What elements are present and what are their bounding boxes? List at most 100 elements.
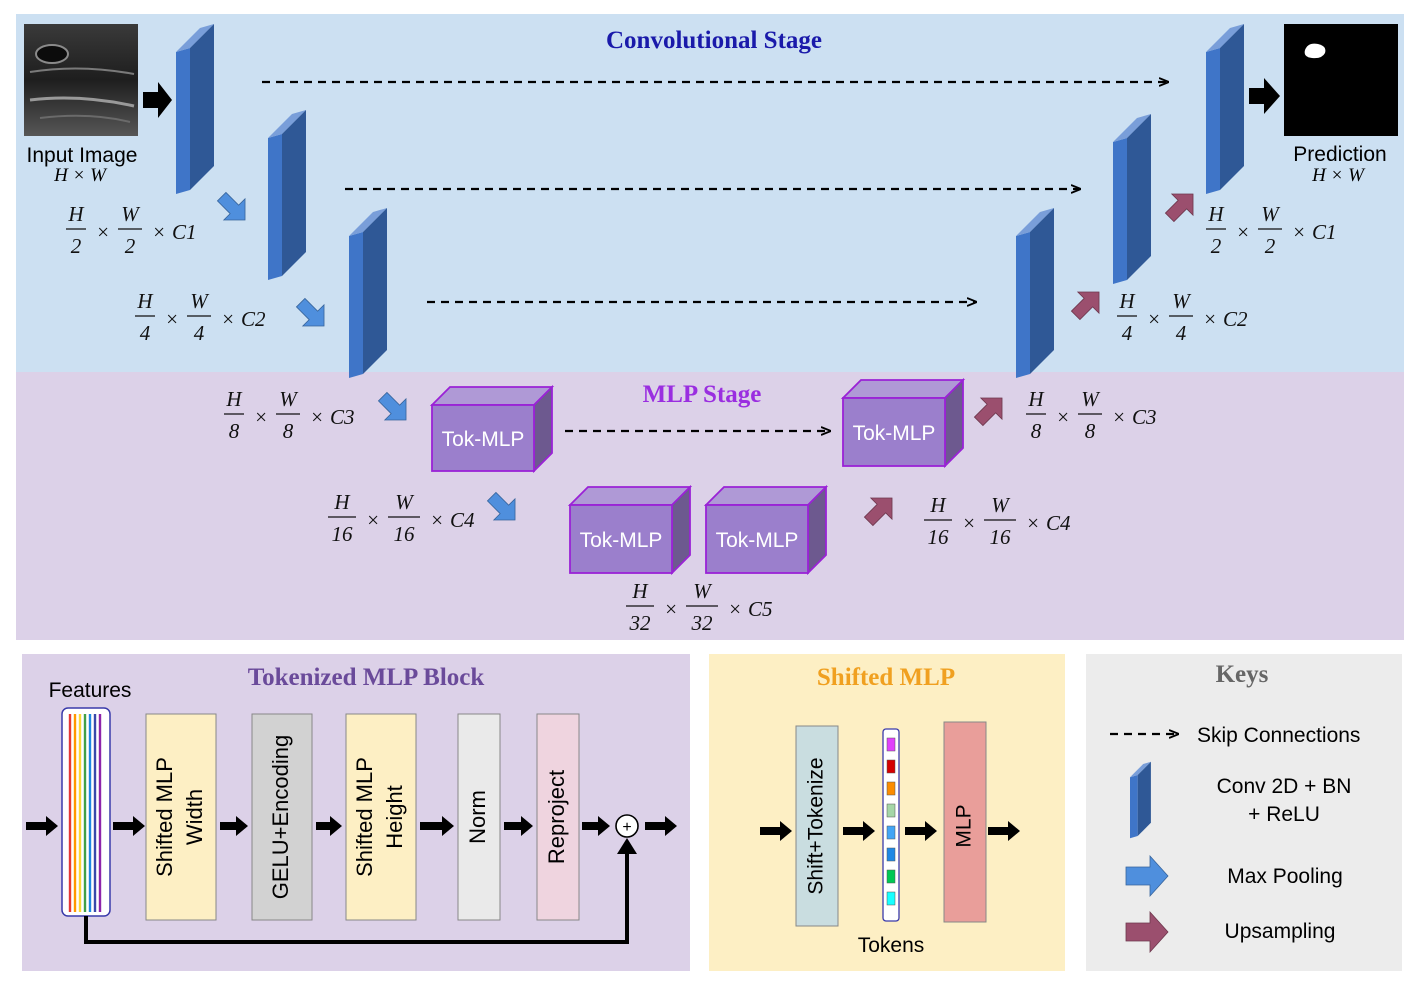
dim-times: × — [221, 307, 235, 331]
conv-block-enc3 — [349, 208, 387, 378]
dim-times: × — [962, 511, 976, 535]
dim-w: W — [279, 387, 299, 411]
dim-times: × — [1236, 220, 1250, 244]
tok-step-label: Reproject — [544, 770, 569, 864]
dim-times: × — [96, 220, 110, 244]
dim-label-dec3: H8×W8×C3 — [1026, 387, 1157, 443]
conv-stage-title: Convolutional Stage — [606, 27, 822, 54]
tok-mlp-label: Tok-MLP — [580, 529, 663, 552]
dim-h: H — [1118, 289, 1136, 313]
key-maxpool-icon — [1125, 854, 1169, 898]
conv-block-enc2 — [268, 110, 306, 280]
dim-times: × — [664, 597, 678, 621]
dim-times: × — [1026, 511, 1040, 535]
dim-label-enc4: H16×W16×C4 — [328, 490, 475, 546]
dim-w-den: 16 — [394, 522, 416, 546]
tok-mlp-enc5: Tok-MLP — [567, 484, 693, 576]
dim-w-den: 4 — [1176, 321, 1187, 345]
dim-w: W — [693, 579, 713, 603]
dim-w: W — [121, 202, 141, 226]
dim-times: × — [1147, 307, 1161, 331]
tok-mlp-label: Tok-MLP — [853, 422, 936, 445]
dim-h-den: 4 — [1122, 321, 1133, 345]
token-cell — [886, 781, 896, 796]
dim-times: × — [366, 508, 380, 532]
tok-flow-arrow — [220, 816, 248, 836]
dim-label-dec2: H4×W4×C2 — [1117, 289, 1248, 345]
dim-label-enc2: H4×W4×C2 — [135, 289, 266, 345]
dim-h-den: 16 — [928, 525, 950, 549]
dim-h-den: 8 — [229, 419, 240, 443]
tok-step-label: Height — [382, 785, 407, 849]
tok-step-label: Width — [182, 789, 207, 845]
max-pool-arrow-4 — [486, 491, 516, 521]
prediction-dim: H × W — [1311, 165, 1366, 186]
dim-w-den: 4 — [194, 321, 205, 345]
tok-step-5: Reproject — [536, 713, 580, 921]
dim-w-den: 2 — [1265, 234, 1276, 258]
key-conv-label-2: + ReLU — [1248, 803, 1320, 826]
residual-arrowhead — [617, 838, 637, 854]
tok-output-arrow — [645, 816, 677, 836]
conv-block-dec1 — [1206, 24, 1244, 194]
dim-c: C3 — [330, 405, 355, 429]
key-skip-label: Skip Connections — [1197, 724, 1360, 747]
dim-times: × — [430, 508, 444, 532]
dim-h-den: 2 — [1211, 234, 1222, 258]
dim-w: W — [190, 289, 210, 313]
dim-times: × — [1112, 405, 1126, 429]
residual-add-node — [615, 814, 639, 838]
dim-h: H — [136, 289, 154, 313]
input-image — [24, 24, 138, 136]
dim-h: H — [631, 579, 649, 603]
dim-c: C1 — [1312, 220, 1337, 244]
tok-mlp-dec4: Tok-MLP — [840, 377, 966, 469]
max-pool-arrow-3 — [377, 391, 407, 421]
conv-stage-region — [16, 14, 1404, 372]
dim-w-den: 8 — [283, 419, 294, 443]
dim-c: C2 — [241, 307, 266, 331]
upsample-arrow-4 — [1164, 193, 1194, 223]
tok-step-2: GELU+Encoding — [251, 713, 313, 921]
dim-c: C4 — [1046, 511, 1071, 535]
dim-times: × — [1203, 307, 1217, 331]
shift-flow-arrow — [843, 821, 875, 841]
conv-block-dec2 — [1113, 114, 1151, 284]
dim-times: × — [165, 307, 179, 331]
dim-h: H — [929, 493, 947, 517]
conv-block-dec3 — [1016, 208, 1054, 378]
prediction-label: Prediction — [1293, 143, 1386, 166]
dim-c: C4 — [450, 508, 475, 532]
dim-w: W — [1172, 289, 1192, 313]
dim-times: × — [728, 597, 742, 621]
dim-c: C1 — [172, 220, 197, 244]
shift-tokenize-label: Shift+Tokenize — [805, 757, 828, 894]
dim-w: W — [395, 490, 415, 514]
max-pool-arrow-2 — [295, 297, 325, 327]
dim-h-den: 8 — [1031, 419, 1042, 443]
dim-w: W — [1081, 387, 1101, 411]
dim-label-dec4: H16×W16×C4 — [924, 493, 1071, 549]
shifted-mlp-title: Shifted MLP — [817, 664, 955, 691]
input-flow-arrow — [143, 82, 172, 118]
dim-label-enc1: H2×W2×C1 — [66, 202, 197, 258]
dim-times: × — [1056, 405, 1070, 429]
dim-times: × — [254, 405, 268, 429]
dim-w: W — [991, 493, 1011, 517]
keys-title: Keys — [1216, 661, 1269, 688]
dim-h: H — [225, 387, 243, 411]
token-cell — [886, 759, 896, 774]
mlp-label: MLP — [953, 804, 976, 847]
upsample-arrow-1 — [863, 497, 893, 527]
token-cell — [886, 891, 896, 906]
max-pool-arrow-1 — [216, 191, 246, 221]
dim-times: × — [1292, 220, 1306, 244]
dim-c: C3 — [1132, 405, 1157, 429]
dim-w-den: 8 — [1085, 419, 1096, 443]
key-conv-label: Conv 2D + BN — [1217, 775, 1352, 798]
upsample-arrow-3 — [1070, 291, 1100, 321]
token-cell — [886, 825, 896, 840]
prediction-mask — [1284, 24, 1398, 136]
